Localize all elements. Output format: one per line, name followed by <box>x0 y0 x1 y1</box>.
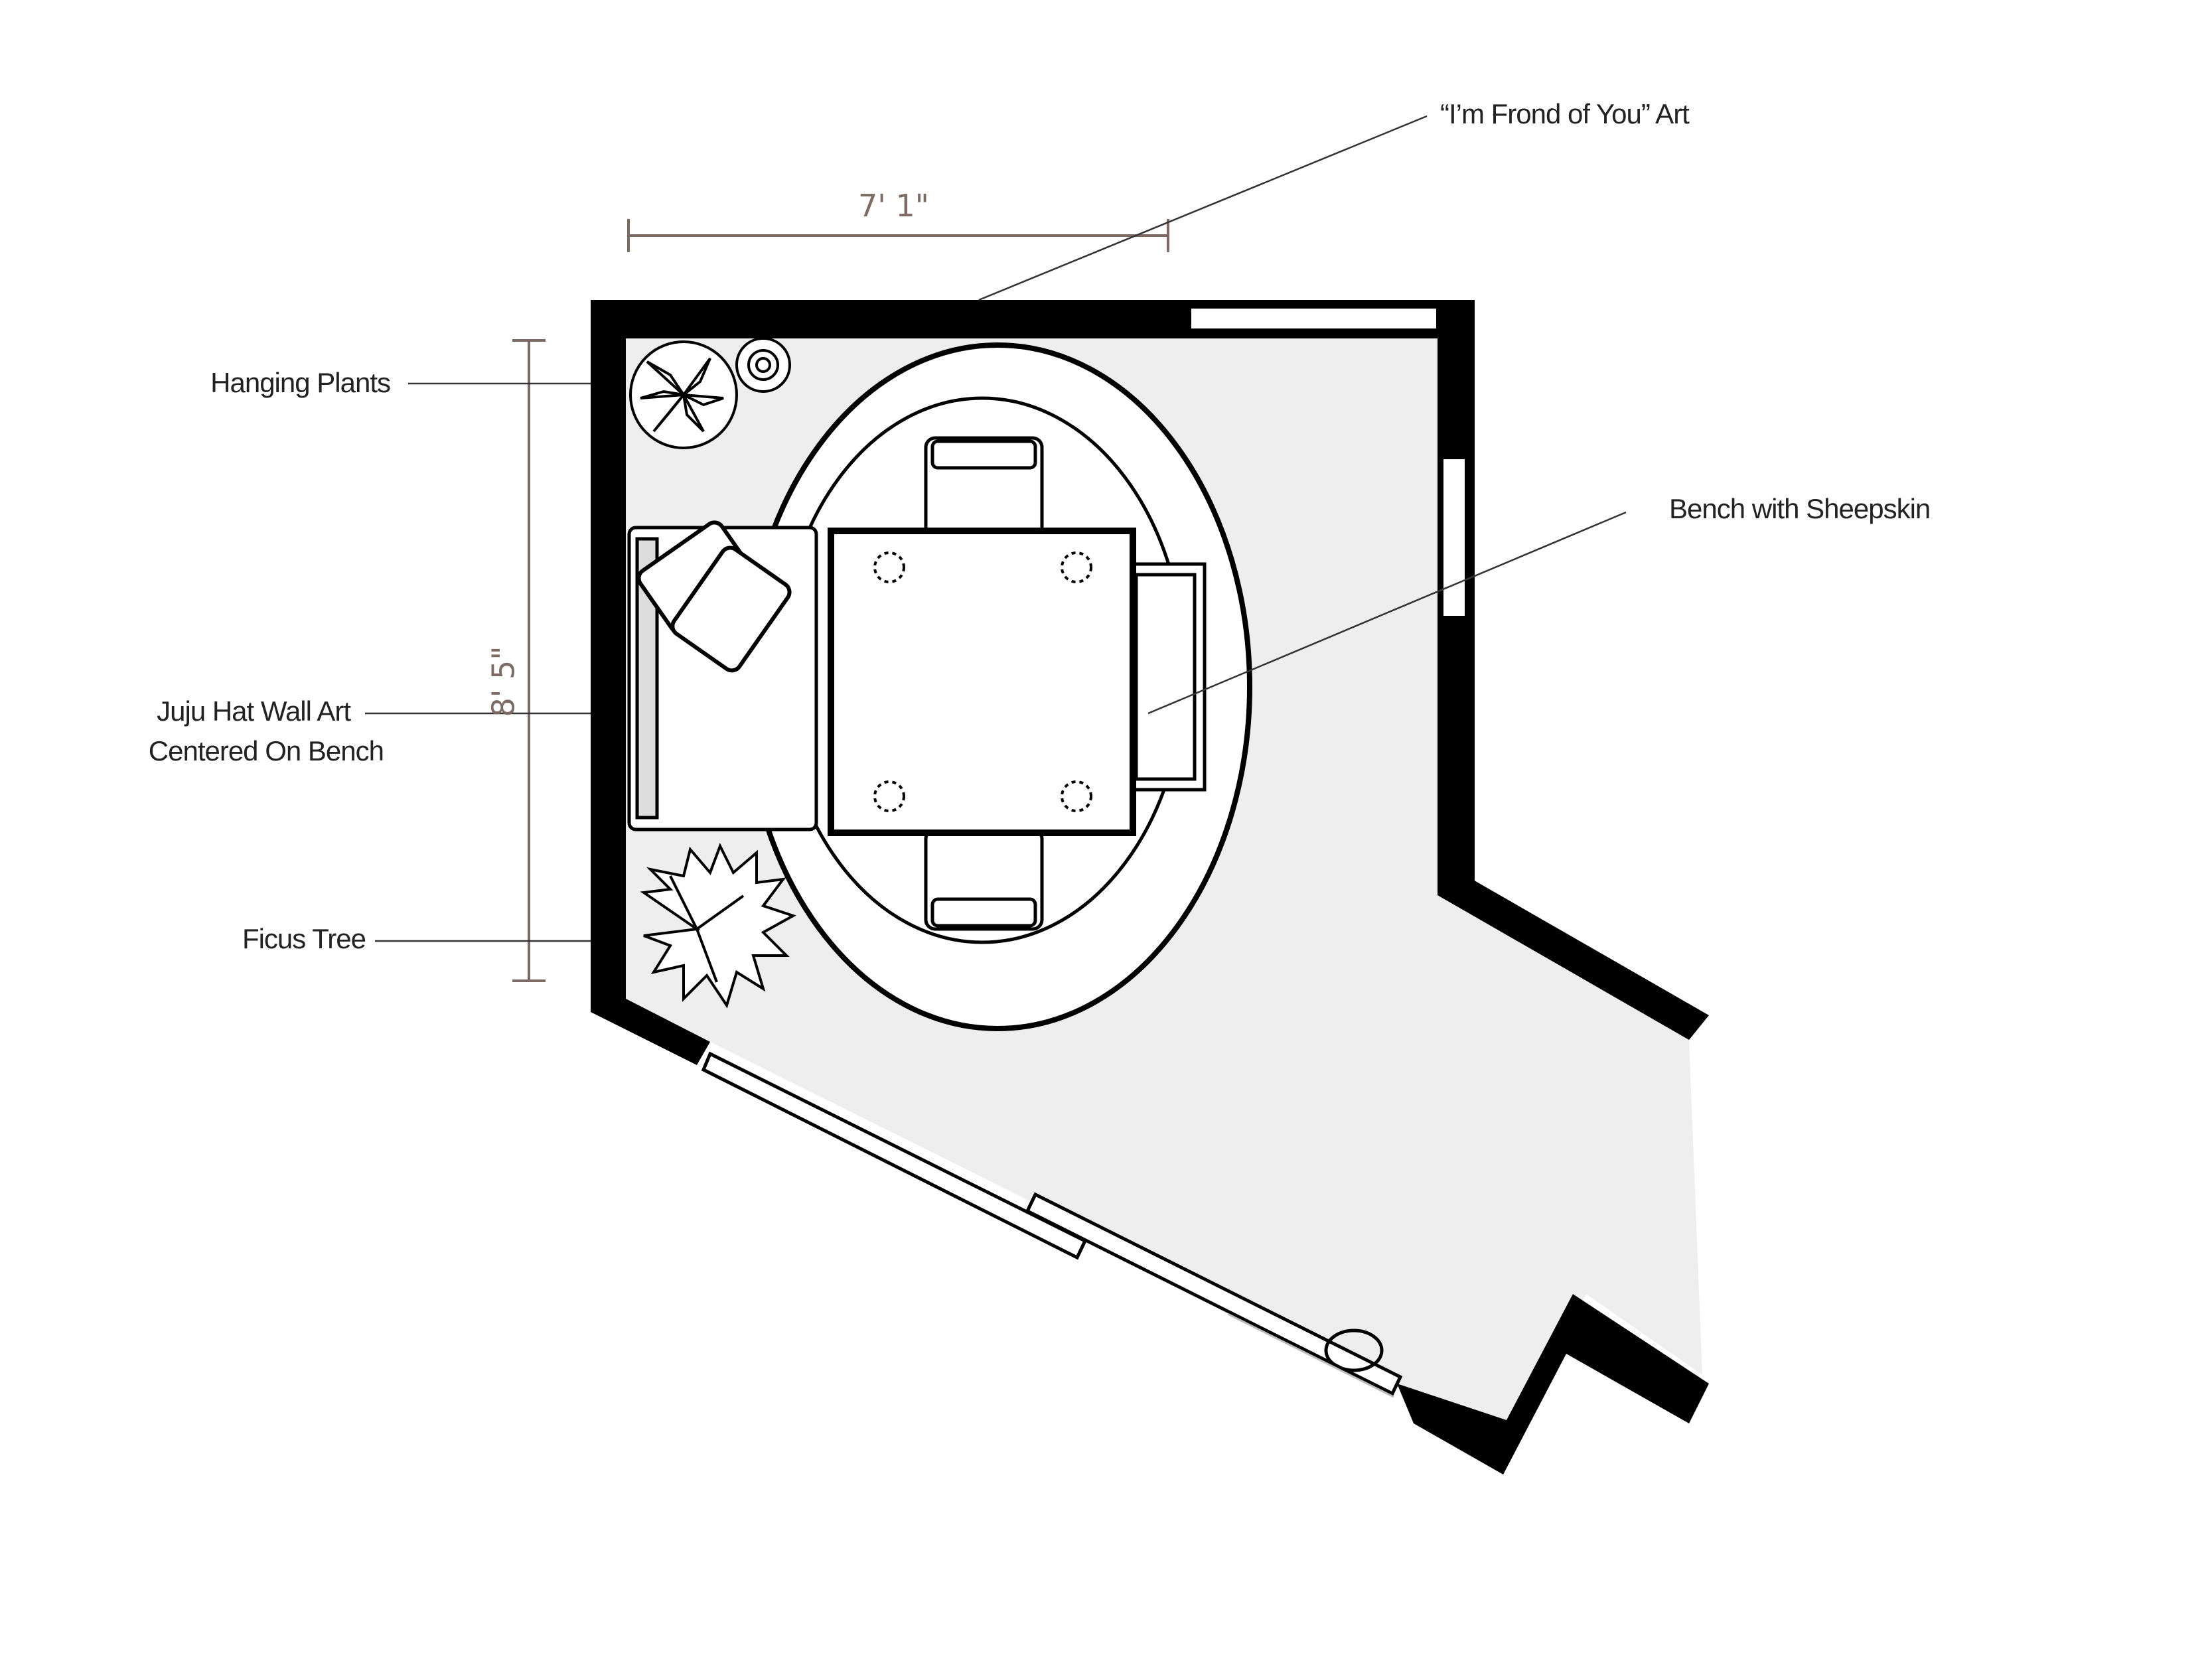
window-top <box>1189 306 1439 331</box>
bench <box>1123 562 1207 792</box>
door-handle <box>1324 1329 1384 1372</box>
dimension-height <box>512 339 546 982</box>
callout-ficus: Ficus Tree <box>242 923 366 954</box>
callout-bench: Bench with Sheepskin <box>1669 493 1931 524</box>
callout-juju-line1: Juju Hat Wall Art <box>157 695 351 727</box>
hanging-plant-icon <box>629 340 738 449</box>
height-dimension-label: 8' 5" <box>485 646 522 717</box>
side-table-icon <box>735 337 791 393</box>
dimension-width <box>627 219 1169 252</box>
leader-lines <box>365 115 1627 942</box>
window-right <box>1441 457 1467 618</box>
callout-juju-line2: Centered On Bench <box>148 735 384 766</box>
callout-plants: Hanging Plants <box>210 367 391 398</box>
sliding-door <box>701 1051 1403 1396</box>
table-legs <box>873 551 1092 812</box>
walls <box>591 300 1709 1475</box>
pillow <box>636 520 792 673</box>
chair-bottom <box>924 828 1044 931</box>
ficus-tree-icon <box>640 843 796 1009</box>
callout-art: “I’m Frond of You” Art <box>1440 98 1690 129</box>
width-dimension-label: 7' 1" <box>858 188 929 224</box>
chair-top <box>924 436 1044 540</box>
